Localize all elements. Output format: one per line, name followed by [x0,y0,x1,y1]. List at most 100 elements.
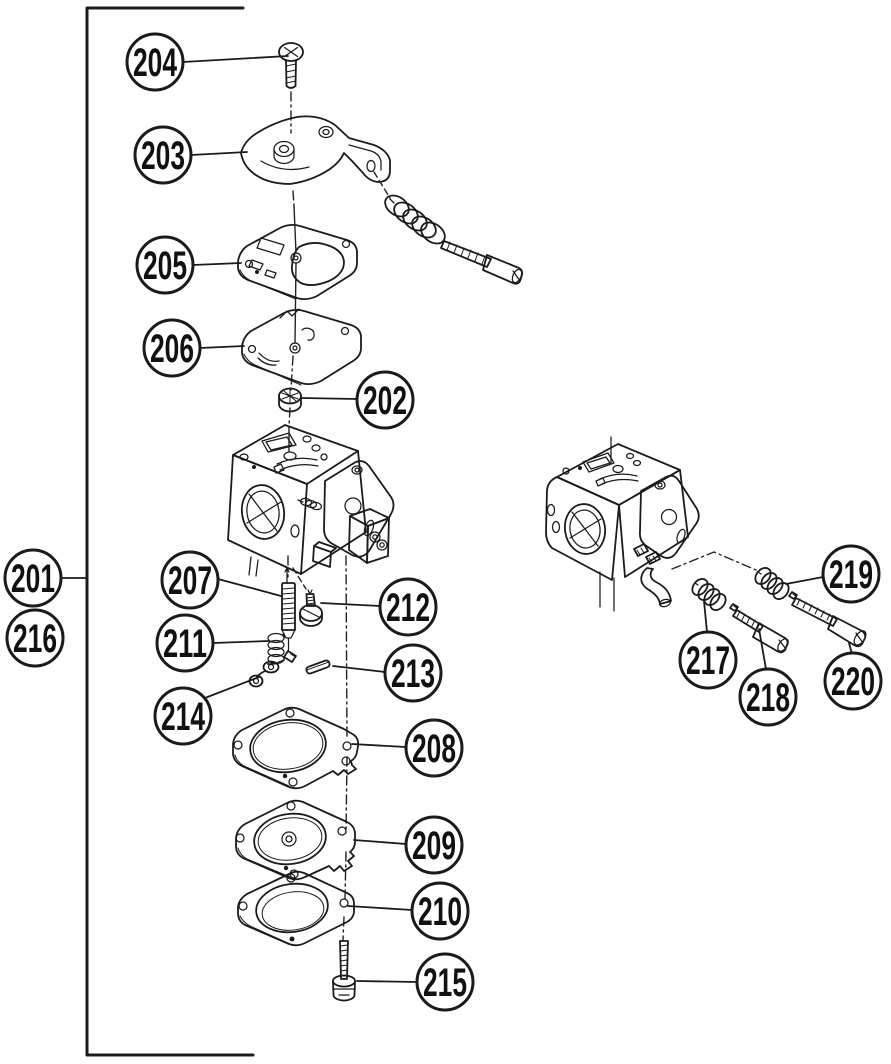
callout-number: 202 [363,379,407,423]
callout-circle [415,952,475,1012]
callout-circle [678,630,738,690]
callout-204: 204 [125,32,289,92]
callout-number: 207 [168,559,212,603]
callout-circle [125,32,185,92]
callout-218: 218 [738,628,798,727]
callout-number: 212 [386,586,430,630]
callout-number: 211 [163,622,207,666]
callout-circle [738,667,798,727]
leader-line [758,628,767,670]
callout-circle [404,718,464,778]
adjustment-needle-drawing-220 [788,591,867,648]
callout-205: 205 [135,235,242,295]
callout-203: 203 [133,125,248,185]
leader-line [217,578,282,597]
pump-end-block-drawing [348,508,390,564]
callout-215: 215 [356,952,475,1012]
pump-diaphragm-drawing-209 [235,799,356,881]
carburetor-body-drawing-right [545,436,700,612]
leader-line [703,600,708,633]
gasket-drawing-205 [237,223,358,301]
callout-number: 215 [423,961,467,1005]
callout-209: 209 [353,815,464,875]
callout-number: 217 [686,639,730,683]
callouts: 204 203 205 206 202 201 216 207 211 214 212 213 208 2… [3,32,883,1012]
callout-number: 208 [412,727,456,771]
axis-line [345,756,348,834]
axis-line [373,171,391,199]
leader-line [182,55,289,63]
leader-line [199,345,245,349]
pump-gasket-drawing-208 [232,706,360,790]
pump-cover-drawing-210 [237,870,355,947]
callout-number: 219 [829,553,873,597]
axis-line [344,851,347,900]
callout-217: 217 [678,600,738,690]
callout-number: 220 [831,660,875,704]
leader-line [190,151,248,156]
callout-number: 216 [13,617,57,661]
callout-number: 205 [143,244,187,288]
callout-circle [821,544,881,604]
throttle-spring-drawing [384,194,446,245]
callout-208: 208 [351,718,464,778]
pump-bracket-drawing-right [638,474,700,559]
callout-number: 206 [150,327,194,371]
callout-circle [355,370,415,430]
callout-210: 210 [347,881,470,941]
callout-circle [133,125,193,185]
callout-circle [135,235,195,295]
callout-number: 218 [746,676,790,720]
axis-line [671,551,757,571]
callout-circle [823,651,883,711]
needle-spring-drawing-217 [691,578,727,611]
metering-lever-drawing-214 [248,650,297,688]
callout-220: 220 [823,642,883,711]
callout-number: 203 [141,134,185,178]
callout-circle [383,643,443,703]
callout-circle [404,815,464,875]
screw-drawing-212 [299,589,323,627]
fuel-elbow-drawing [640,567,672,608]
callout-number: 204 [133,41,177,85]
idle-screw-drawing [440,240,524,285]
screw-drawing-204 [278,42,304,89]
callout-number: 201 [11,557,55,601]
assembly-group-bracket [85,6,255,1057]
leader-line [347,905,413,911]
callout-212: 212 [320,577,438,637]
diaphragm-drawing-206 [241,308,362,386]
cover-plate-drawing-203 [240,115,524,285]
axis-line [292,190,295,207]
leader-line [301,397,358,400]
callout-219: 219 [785,544,881,604]
callout-216: 216 [5,608,65,668]
callout-211: 211 [155,613,270,673]
callout-207: 207 [160,550,282,610]
callout-circle [3,548,63,608]
needle-boss-drawing [633,543,661,565]
callout-201: 201 [3,548,88,608]
axis-line [294,262,297,344]
axis-line [290,355,294,391]
assembly-axis-lines [287,91,757,941]
leader-line [356,980,418,983]
callout-circle [153,686,213,746]
leader-line [351,743,407,748]
axis-line [292,567,307,590]
callout-circle [142,318,202,378]
axis-line [288,407,291,428]
leader-line [204,676,260,699]
callout-circle [410,881,470,941]
callout-circle [155,613,215,673]
callout-202: 202 [301,370,415,430]
leader-line [332,665,386,673]
callout-number: 213 [391,652,435,696]
callout-206: 206 [142,318,245,378]
callout-214: 214 [153,676,260,746]
axis-line [342,916,345,941]
carburetor-body-drawing-left [227,424,395,577]
axis-line [293,205,297,254]
